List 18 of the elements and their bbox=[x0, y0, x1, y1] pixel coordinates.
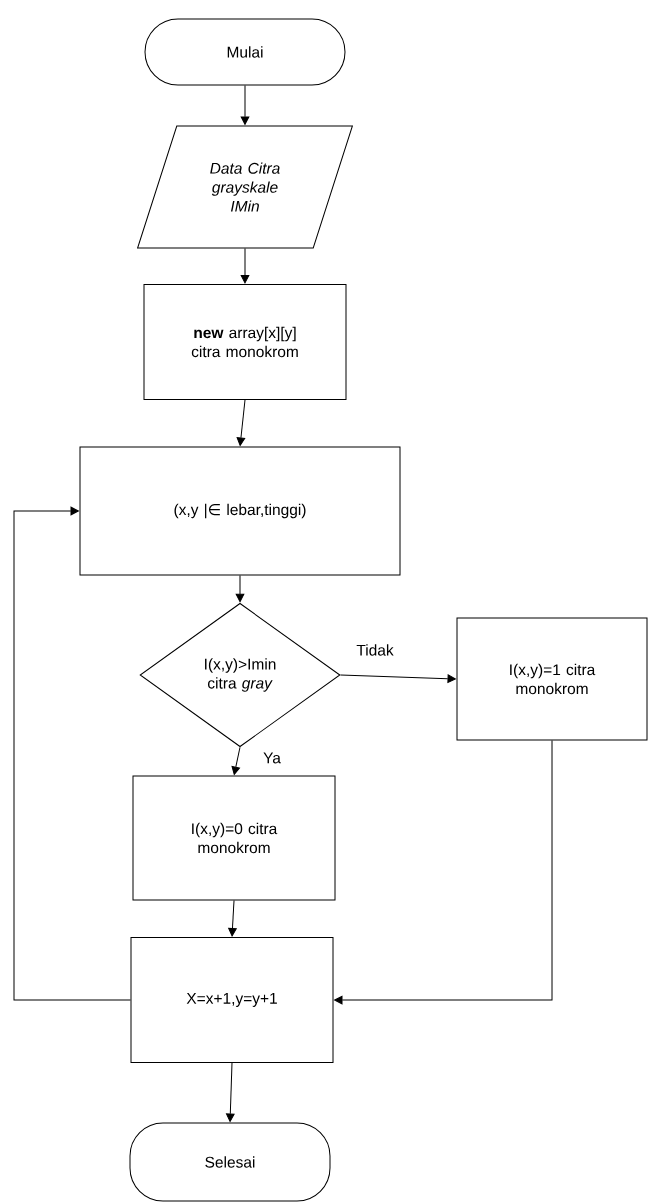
arrow bbox=[231, 746, 241, 775]
arrow bbox=[334, 740, 553, 1005]
arrow bbox=[236, 399, 246, 446]
arrow bbox=[240, 85, 250, 125]
edge-label: Ya bbox=[262, 751, 282, 765]
arrow bbox=[240, 248, 250, 284]
process-box: (x,y |∈ lebar,tinggi) bbox=[79, 446, 401, 576]
arrow bbox=[228, 900, 237, 937]
process-box: new array[x][y] citra monokrom bbox=[143, 284, 347, 400]
process-box: I(x,y)=0 citra monokrom bbox=[132, 775, 336, 901]
arrow bbox=[226, 1062, 235, 1122]
process-box: X=x+1,y=y+1 bbox=[130, 937, 334, 1063]
arrow bbox=[235, 575, 245, 603]
process-box: I(x,y)=1 citra monokrom bbox=[456, 617, 648, 741]
arrow bbox=[13, 506, 131, 1001]
arrow bbox=[340, 674, 456, 683]
input-parallelogram: Data Citra grayskale IMin bbox=[137, 125, 353, 249]
edge-label: Tidak bbox=[355, 643, 395, 657]
